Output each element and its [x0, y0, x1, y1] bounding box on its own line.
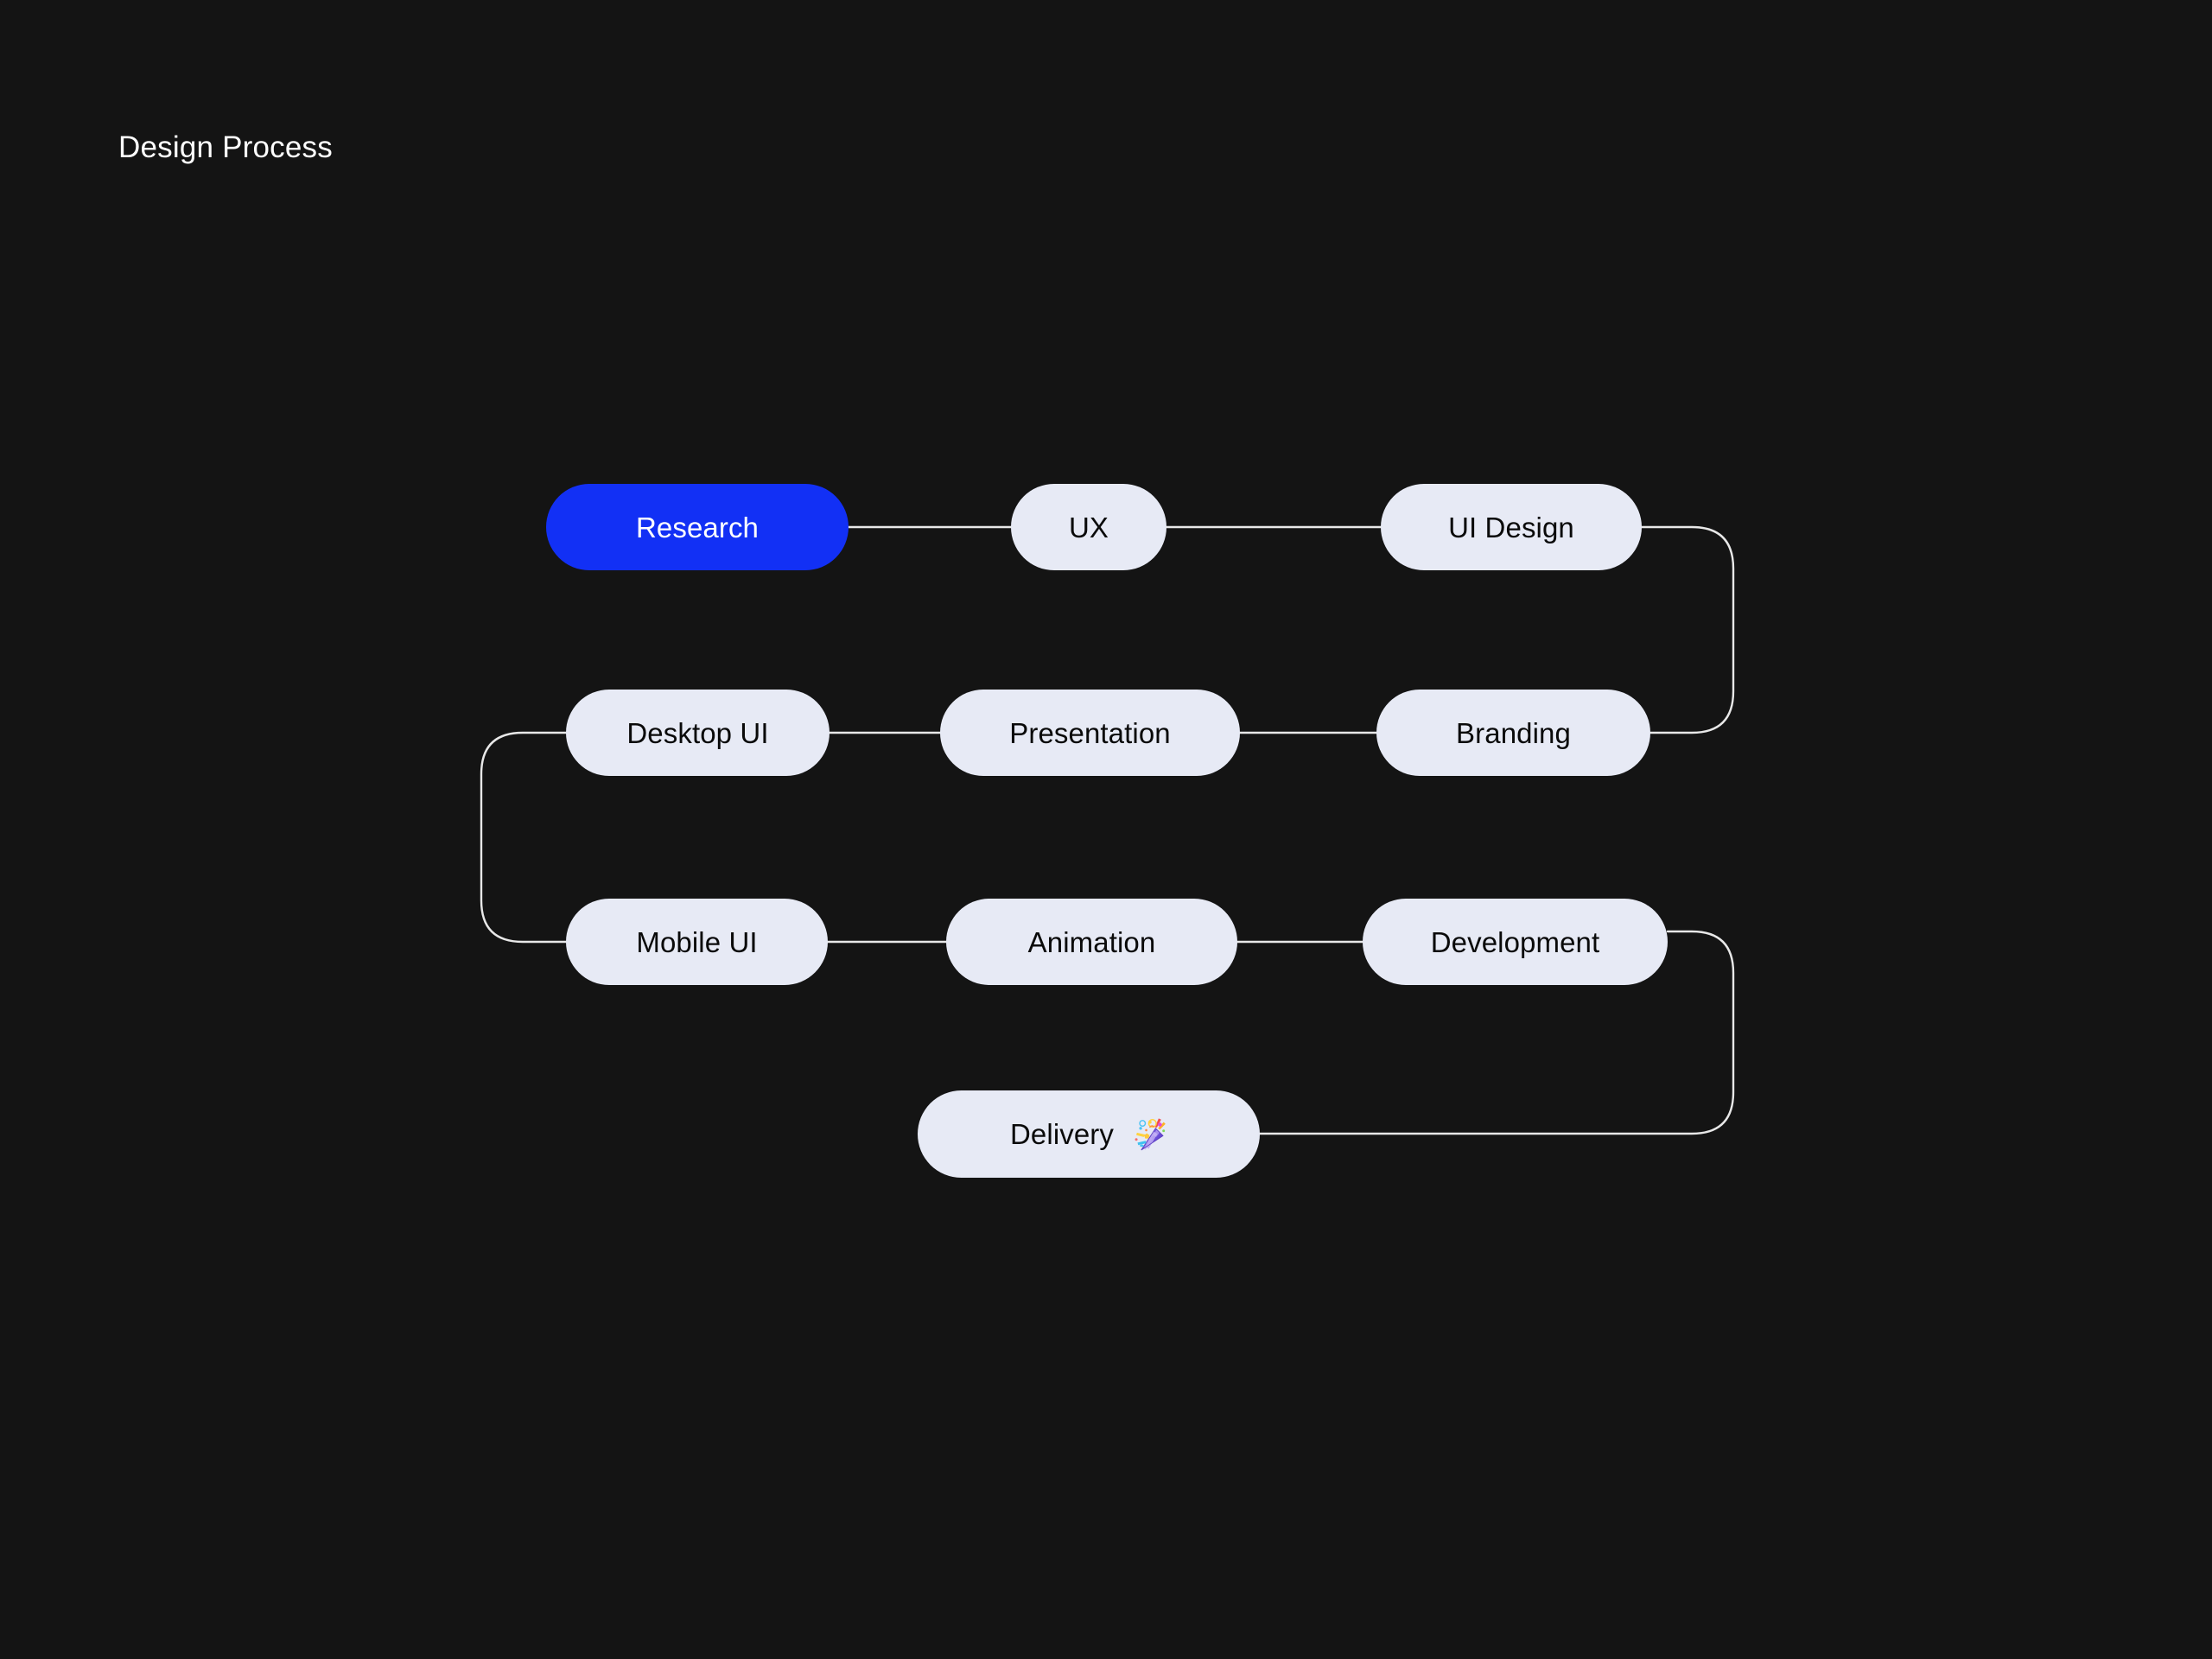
- flow-node-ui-design[interactable]: UI Design: [1381, 484, 1642, 570]
- flow-node-desktop-ui[interactable]: Desktop UI: [566, 690, 830, 776]
- page-title: Design Process: [118, 130, 333, 164]
- flow-node-label: UX: [1068, 511, 1109, 543]
- flow-node-ux[interactable]: UX: [1011, 484, 1166, 570]
- flow-node-label: Presentation: [1009, 716, 1171, 749]
- flow-node-branding[interactable]: Branding: [1376, 690, 1650, 776]
- flow-node-label: Animation: [1027, 925, 1156, 958]
- flow-node-label: Branding: [1456, 716, 1571, 749]
- flow-node-label: Mobile UI: [636, 925, 758, 958]
- edge-ui-design-branding: [1640, 525, 1735, 734]
- flow-node-delivery[interactable]: Delivery: [918, 1090, 1260, 1178]
- party-popper-icon: [1128, 1115, 1167, 1154]
- flow-node-label: Research: [635, 511, 760, 543]
- flow-node-presentation[interactable]: Presentation: [940, 690, 1240, 776]
- flow-node-animation[interactable]: Animation: [946, 899, 1237, 985]
- edge-desktop-ui-mobile-ui: [480, 731, 568, 944]
- flow-node-mobile-ui[interactable]: Mobile UI: [566, 899, 828, 985]
- flow-node-development[interactable]: Development: [1363, 899, 1668, 985]
- flow-node-label: UI Design: [1448, 511, 1574, 543]
- flow-node-research[interactable]: Research: [546, 484, 849, 570]
- flow-node-label: Desktop UI: [626, 716, 769, 749]
- flow-node-label: Development: [1430, 925, 1600, 958]
- flow-node-label: Delivery: [1010, 1118, 1114, 1150]
